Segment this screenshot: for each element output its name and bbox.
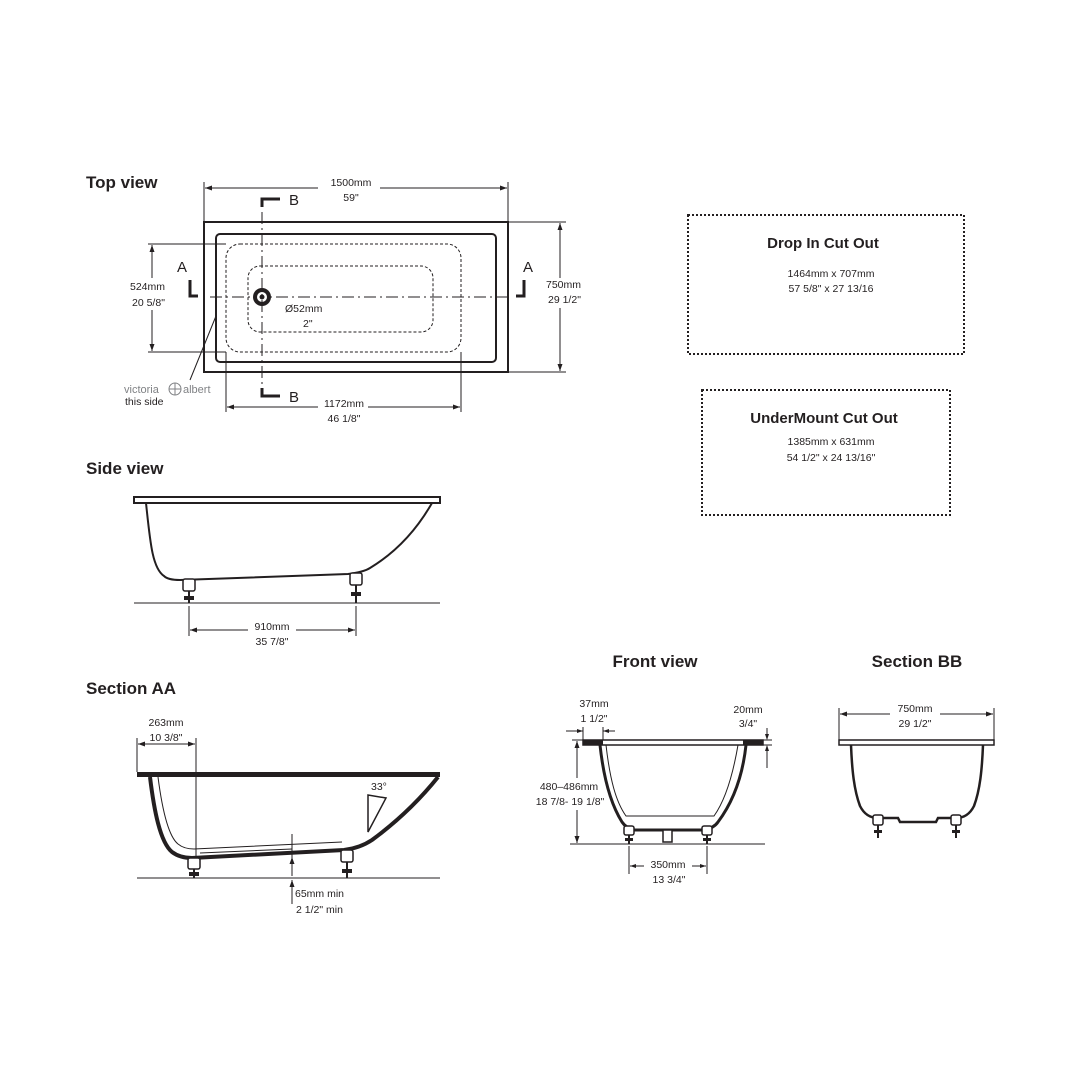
- waste-diameter-mm: Ø52mm: [285, 303, 323, 315]
- side-view-title: Side view: [86, 459, 164, 478]
- section-bb-width-in: 29 1/2": [899, 718, 932, 730]
- front-height-mm: 480–486mm: [540, 781, 599, 793]
- section-aa-inner-wall: [157, 776, 343, 850]
- front-foot-left: [623, 825, 635, 844]
- top-inner-width-dimension: 524mm 20 5/8": [130, 243, 226, 353]
- section-aa-angle: 33°: [371, 781, 387, 793]
- side-foot-right: [349, 572, 363, 603]
- section-aa-foot-left: [187, 857, 201, 878]
- section-aa-rim: [137, 772, 440, 777]
- drop-in-in: 57 5/8" x 27 13/16: [789, 283, 874, 295]
- section-b-label-bottom: B: [289, 389, 299, 406]
- waste-outlet: Ø52mm 2": [253, 288, 323, 330]
- top-inner-width-mm: 524mm: [130, 281, 165, 293]
- top-depth-in: 29 1/2": [548, 294, 581, 306]
- top-width-mm: 1500mm: [331, 177, 372, 189]
- side-feet-in: 35 7/8": [256, 636, 289, 648]
- section-aa-offset-dimension: 263mm 10 3/8": [138, 717, 195, 747]
- front-feet-in: 13 3/4": [653, 874, 686, 886]
- section-b-label-top: B: [289, 192, 299, 209]
- side-rim: [133, 496, 441, 504]
- top-width-dimension: 1500mm 59": [203, 177, 509, 222]
- front-rim-mm: 37mm: [579, 698, 608, 710]
- front-view-title: Front view: [612, 652, 698, 671]
- section-bb-rim: [838, 739, 995, 746]
- top-inner-length-dimension: 1172mm 46 1/8": [225, 352, 462, 425]
- front-feet-mm: 350mm: [650, 859, 685, 871]
- side-body: [145, 502, 433, 582]
- top-view-title: Top view: [86, 173, 158, 192]
- section-aa-offset-in: 10 3/8": [150, 732, 183, 744]
- section-bb-foot-right: [950, 814, 962, 838]
- brand-this-side: this side: [125, 396, 164, 408]
- section-aa-shell: [148, 775, 440, 861]
- section-aa: Section AA 263mm 10 3/8" 33°: [86, 679, 440, 916]
- section-bb-width-dimension: 750mm 29 1/2": [838, 703, 995, 740]
- section-aa-offset-mm: 263mm: [148, 717, 183, 729]
- section-aa-foot-right: [340, 849, 354, 878]
- top-width-in: 59": [343, 192, 359, 204]
- front-inner-wall: [605, 744, 739, 817]
- side-view: Side view 910mm 35 7/8": [86, 459, 441, 648]
- top-inner-length-in: 46 1/8": [328, 413, 361, 425]
- drop-in-mm: 1464mm x 707mm: [788, 268, 875, 280]
- brand-logo: victoria albert this side: [124, 315, 217, 408]
- drop-in-title: Drop In Cut Out: [767, 235, 879, 252]
- front-shell: [598, 744, 748, 832]
- front-rim: [582, 739, 764, 746]
- front-lip-mm: 20mm: [733, 704, 762, 716]
- front-lip-in: 3/4": [739, 718, 758, 730]
- section-bb-body: [849, 744, 985, 824]
- section-aa-angle-marker: 33°: [367, 781, 388, 833]
- section-bb: Section BB 750mm 29 1/2": [838, 652, 995, 838]
- section-b-marker-top: B: [260, 192, 299, 209]
- section-aa-clearance-in: 2 1/2" min: [296, 904, 343, 916]
- side-foot-left: [182, 578, 196, 603]
- section-a-label-right: A: [523, 259, 533, 276]
- front-rim-in: 1 1/2": [580, 713, 607, 725]
- top-depth-mm: 750mm: [546, 279, 581, 291]
- front-height-dimension: 480–486mm 18 7/8- 19 1/8": [536, 739, 605, 843]
- drop-in-cut-out-box: Drop In Cut Out 1464mm x 707mm 57 5/8" x…: [687, 214, 965, 355]
- undermount-title: UnderMount Cut Out: [750, 410, 897, 427]
- front-feet-dimension: 350mm 13 3/4": [628, 846, 708, 886]
- front-view: Front view 37mm: [536, 652, 772, 886]
- section-bb-title: Section BB: [872, 652, 963, 671]
- brand-plus-icon: [168, 382, 182, 396]
- undermount-in: 54 1/2" x 24 13/16": [787, 452, 876, 464]
- front-rim-dimension: 37mm 1 1/2": [566, 698, 615, 740]
- top-view: Top view 1500mm 59" Ø52mm 2": [86, 173, 581, 425]
- front-foot-right: [701, 825, 713, 844]
- section-aa-clearance-mm: 65mm min: [295, 888, 344, 900]
- top-inner-width-in: 20 5/8": [132, 297, 165, 309]
- section-bb-width-mm: 750mm: [897, 703, 932, 715]
- section-aa-clearance-dimension: 65mm min 2 1/2" min: [289, 856, 344, 916]
- top-depth-dimension: 750mm 29 1/2": [508, 221, 581, 373]
- front-waste: [662, 829, 673, 843]
- brand-name-right: albert: [183, 384, 211, 396]
- front-lip-dimension: 20mm 3/4": [733, 704, 772, 768]
- side-feet-mm: 910mm: [254, 621, 289, 633]
- section-a-marker-left: A: [177, 259, 198, 298]
- front-height-in: 18 7/8- 19 1/8": [536, 796, 605, 808]
- tub-base-outline: [247, 265, 434, 333]
- section-bb-foot-left: [872, 814, 884, 838]
- top-inner-length-mm: 1172mm: [324, 398, 364, 410]
- undermount-mm: 1385mm x 631mm: [788, 436, 875, 448]
- undermount-cut-out-box: UnderMount Cut Out 1385mm x 631mm 54 1/2…: [701, 389, 951, 516]
- side-feet-dimension: 910mm 35 7/8": [188, 606, 357, 648]
- section-a-label-left: A: [177, 259, 187, 276]
- section-aa-title: Section AA: [86, 679, 176, 698]
- section-aa-floor-line: [199, 848, 293, 854]
- section-a-marker-right: A: [516, 259, 533, 298]
- section-b-marker-bottom: B: [260, 388, 299, 406]
- waste-diameter-in: 2": [303, 318, 313, 330]
- brand-name-left: victoria: [124, 384, 160, 396]
